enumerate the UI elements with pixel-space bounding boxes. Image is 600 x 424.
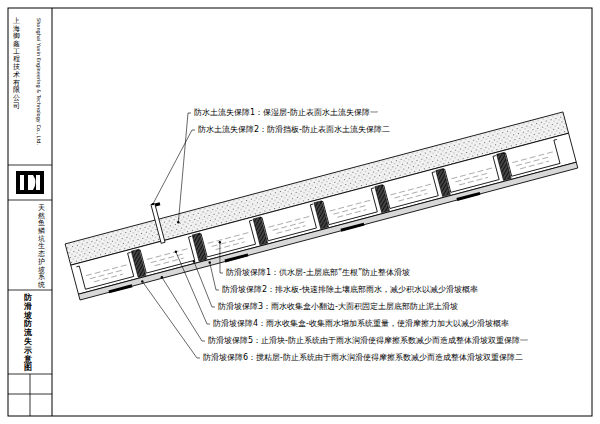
retaining-plate (151, 204, 165, 244)
cell-line (8, 290, 52, 291)
leader-line (210, 263, 219, 290)
leader-dot (177, 221, 179, 223)
collection-box (137, 233, 207, 276)
leader-line (178, 113, 191, 222)
water-line (516, 157, 551, 166)
box-outline (442, 156, 502, 194)
anti-slip-block (456, 192, 480, 201)
sheet-title: 防滑坡防流失示意图 (24, 294, 32, 373)
collection-box (320, 185, 390, 228)
callout-note: 防滑坡保障4：雨水收集盒-收集雨水增加系统重量，使滑摩擦力加大以减少滑坡概率 (213, 319, 509, 329)
box-outline (320, 188, 380, 226)
anti-slip-block (340, 223, 364, 232)
box-outline (503, 139, 563, 177)
leader-dot (175, 251, 177, 253)
water-line (459, 177, 488, 185)
collection-box (259, 201, 329, 244)
callout-note: 防滑坡保障6：搅粘层-防止系统由于雨水润滑使得摩擦系数减少而造成整体滑坡双重保障… (203, 353, 523, 363)
callout-note: 防滑坡保障3：雨水收集盒小翻边-大面积固定土层底部防止泥土滑坡 (218, 302, 458, 312)
box-outline (137, 236, 197, 274)
slope-band (61, 96, 578, 300)
water-line (147, 249, 188, 260)
water-line (94, 274, 123, 282)
leader-line (220, 242, 223, 273)
collection-box (198, 217, 268, 260)
callout-note: 防滑坡保障1：供水层-土层底部“生根”防止整体滑坡 (226, 268, 410, 278)
module-layer (71, 133, 576, 294)
leader-line (176, 252, 210, 324)
water-line (212, 237, 247, 246)
callout-note: 防滑坡保障5：止滑块-防止系统由于雨水润滑使得摩擦系数减少而造成整体滑坡双重保障… (208, 336, 528, 346)
leader-line (153, 130, 195, 204)
water-line (273, 221, 308, 230)
logo-mark (20, 175, 24, 190)
base-layer (78, 162, 577, 300)
box-outline (381, 172, 441, 210)
cell-line (8, 200, 52, 201)
box-outline (76, 252, 136, 290)
company-logo (16, 171, 44, 194)
anti-slip-block (224, 253, 248, 262)
leader-dot (193, 260, 195, 262)
water-line (451, 168, 492, 179)
leader-dot (152, 203, 154, 205)
project-name: 天然鱼鳞坑生态护坡系统 (38, 205, 45, 290)
leader-dot (141, 280, 143, 282)
collection-box (381, 168, 451, 211)
box-outline (259, 204, 319, 242)
leader-dot (219, 241, 221, 243)
water-line (330, 200, 371, 211)
collection-box (76, 249, 146, 292)
title-strip-line (52, 8, 53, 416)
water-line (398, 193, 427, 201)
water-line (155, 258, 184, 266)
water-line (276, 226, 305, 234)
leader-dot (161, 276, 163, 278)
leader-line (142, 281, 200, 358)
callout-note: 防滑坡保障2：排水板-快速排除土壤底部雨水，减少积水以减少滑坡概率 (222, 285, 478, 295)
water-line (86, 265, 127, 276)
box-outline (198, 220, 258, 258)
callout-note: 防水土流失保障1：保湿层-防止表面水土流失保障一 (194, 108, 378, 118)
logo-mark (28, 175, 36, 190)
water-line (151, 253, 186, 262)
collection-box (503, 139, 563, 177)
water-line (337, 210, 366, 218)
water-line (269, 216, 310, 227)
cell-line (30, 374, 31, 416)
plate-cap (155, 202, 161, 206)
logo-mark (36, 175, 40, 190)
leader-line (162, 277, 205, 341)
anti-slip-block (108, 284, 132, 293)
water-line (512, 152, 553, 163)
collection-box (441, 152, 511, 195)
water-line (390, 184, 431, 195)
company-name: 上海御鑫工程技术有限公司 (13, 18, 20, 110)
leader-line (194, 262, 215, 307)
company-english-name: Shanghai Yuxin Engineering & Technology … (34, 18, 44, 145)
water-line (333, 205, 368, 214)
water-line (394, 189, 429, 198)
water-line (208, 233, 249, 244)
callout-note: 防水土流失保障2：防滑挡板-防止表面水土流失保障二 (198, 125, 390, 135)
water-line (455, 173, 490, 182)
water-line (520, 161, 549, 169)
cell-line (8, 165, 52, 166)
water-line (90, 270, 125, 279)
sheet-border (8, 8, 592, 416)
logo-block (16, 171, 44, 194)
leader-dot (209, 261, 211, 263)
